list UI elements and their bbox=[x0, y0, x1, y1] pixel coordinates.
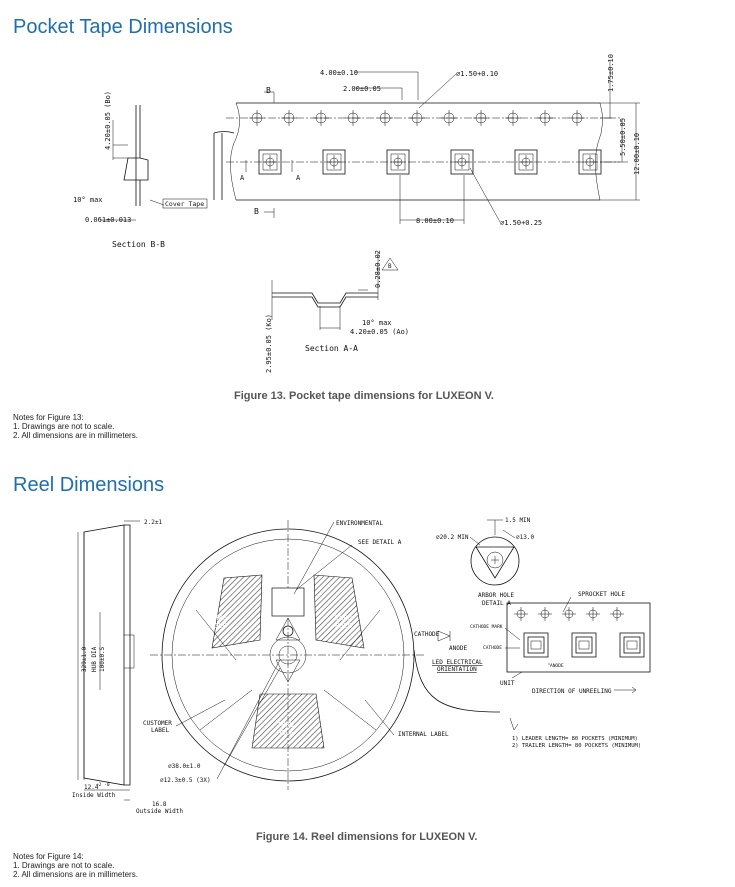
dim-hole-150b: ⌀1.50+0.25 bbox=[500, 219, 542, 227]
reel-title: Reel Dimensions bbox=[13, 474, 165, 496]
dim-a0: 4.20±0.05 (Ao) bbox=[350, 328, 409, 336]
sprocket-hole-label: SPROCKET HOLE bbox=[578, 591, 625, 598]
thru-hole-label-right-2: HOLE bbox=[335, 622, 352, 630]
dim-hole-150: ⌀1.50+0.10 bbox=[456, 70, 498, 78]
b-mark-top: B bbox=[266, 86, 271, 95]
ten-max-b: 10° max bbox=[73, 196, 103, 204]
note-item: 1. Drawings are not to scale. bbox=[13, 861, 115, 870]
dim-k0: 2.95±0.05 (Ko) bbox=[265, 314, 273, 373]
ten-max-a: 10° max bbox=[362, 319, 392, 327]
notes-heading: Notes for Figure 13: bbox=[13, 413, 84, 422]
dim-12: 12.00±0.10 bbox=[633, 133, 641, 175]
unit-label: UNIT bbox=[500, 680, 515, 687]
direction-label: DIRECTION OF UNREELING bbox=[532, 688, 612, 695]
a-mark-left: A bbox=[240, 174, 245, 182]
thru-hole-label-right: THRU bbox=[335, 614, 352, 622]
pocket-tape-drawing: B B A A 4.00±0.10 2.00±0.05 ⌀1.50+0.10 8… bbox=[73, 54, 641, 373]
figure-14-caption: Figure 14. Reel dimensions for LUXEON V. bbox=[256, 831, 478, 843]
dim-329: 329±1.0 bbox=[81, 646, 88, 672]
tri-b-mark: B bbox=[388, 263, 392, 270]
cathode-label-small: CATHODE bbox=[483, 645, 502, 651]
dim-123: ⌀12.3±0.5 (3X) bbox=[160, 777, 211, 784]
dim-22: 2.2±1 bbox=[144, 519, 162, 526]
customer-label-1: CUSTOMER bbox=[143, 720, 172, 727]
dim-38: ⌀38.0±1.0 bbox=[168, 763, 201, 770]
b-mark-bottom: B bbox=[254, 207, 259, 216]
dim-15-min: 1.5 MIN bbox=[505, 517, 531, 524]
figure-14-notes: Notes for Figure 14: 1. Drawings are not… bbox=[13, 852, 138, 879]
customer-label-2: LABEL bbox=[151, 727, 169, 734]
outside-width-label: Outside Width bbox=[136, 808, 183, 815]
arbor-hole-label: ARBOR HOLE bbox=[478, 592, 515, 599]
hub-dia-value: 100±0.5 bbox=[99, 646, 106, 672]
see-detail-label: SEE DETAIL A bbox=[358, 539, 402, 546]
a-mark-right: A bbox=[296, 174, 301, 182]
note-item: 2. All dimensions are in millimeters. bbox=[13, 870, 138, 879]
leader-note: 1) LEADER LENGTH= 80 POCKETS (MINIMUM) bbox=[512, 736, 638, 742]
dim-550: 5.50±0.05 bbox=[619, 118, 627, 156]
inside-width-label: Inside Width bbox=[72, 792, 116, 799]
dim-b0: 4.20±0.05 (Bo) bbox=[104, 91, 112, 150]
notes-heading: Notes for Figure 14: bbox=[13, 852, 84, 861]
thru-hole-label-bottom-2: HOLE bbox=[277, 729, 294, 737]
inside-width-tol: +2 -0 bbox=[96, 782, 110, 788]
dim-pitch-4: 4.00±0.10 bbox=[320, 69, 358, 77]
section-aa-label: Section A-A bbox=[305, 344, 358, 353]
note-item: 2. All dimensions are in millimeters. bbox=[13, 431, 138, 440]
thru-hole-label-left: THRU bbox=[210, 614, 227, 622]
thru-hole-label-left-2: HOLE bbox=[210, 622, 227, 630]
cathode-label: CATHODE bbox=[414, 631, 440, 638]
cathode-mark-label: CATHODE MARK bbox=[470, 624, 503, 630]
figure-13-caption: Figure 13. Pocket tape dimensions for LU… bbox=[234, 390, 494, 402]
inside-width-value: 12.4 bbox=[84, 784, 99, 791]
dim-0061: 0.061±0.013 bbox=[85, 216, 131, 224]
led-orientation-2: ORIENTATION bbox=[437, 666, 477, 673]
dim-pitch-8: 8.00±0.10 bbox=[416, 217, 454, 225]
trailer-note: 2) TRAILER LENGTH= 80 POCKETS (MINIMUM) bbox=[512, 743, 641, 749]
internal-label: INTERNAL LABEL bbox=[398, 731, 449, 738]
hub-dia-label: HUB DIA bbox=[91, 646, 98, 672]
section-bb-label: Section B-B bbox=[112, 240, 165, 249]
anode-label: ANODE bbox=[449, 645, 467, 652]
detail-a-label: DETAIL A bbox=[482, 600, 511, 607]
dim-028: 0.28±0.02 bbox=[374, 250, 382, 288]
environmental-label: ENVIRONMENTAL bbox=[336, 520, 383, 527]
dim-202-min: ⌀20.2 MIN bbox=[436, 534, 469, 541]
reel-drawing: 2.2±1 329±1.0 HUB DIA 100±0.5 12.4 +2 -0… bbox=[72, 517, 651, 815]
dim-175: 1.75±0.10 bbox=[607, 54, 615, 92]
anode-label-small: ANODE bbox=[550, 663, 564, 669]
dim-pitch-2: 2.00±0.05 bbox=[343, 85, 381, 93]
thru-hole-label-bottom: THRU bbox=[277, 721, 294, 729]
note-item: 1. Drawings are not to scale. bbox=[13, 422, 115, 431]
dim-130: ⌀13.0 bbox=[516, 534, 534, 541]
pocket-tape-title: Pocket Tape Dimensions bbox=[13, 16, 233, 38]
led-orientation-1: LED ELECTRICAL bbox=[432, 659, 483, 666]
cover-tape-label: Cover Tape bbox=[165, 200, 204, 208]
outside-width-value: 16.8 bbox=[152, 801, 167, 808]
figure-13-notes: Notes for Figure 13: 1. Drawings are not… bbox=[13, 413, 138, 440]
